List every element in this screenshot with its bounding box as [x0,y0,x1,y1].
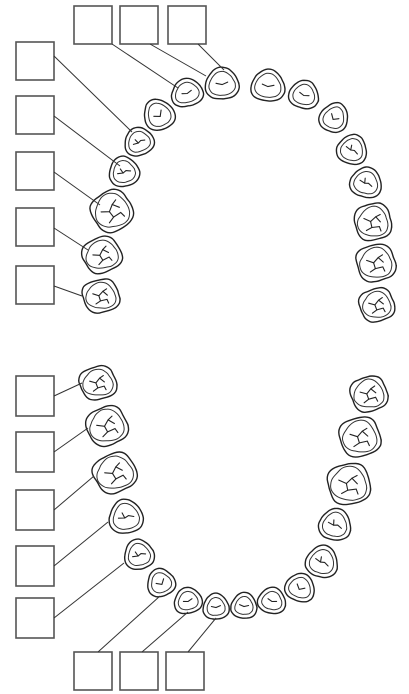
tooth-label-box[interactable] [16,376,82,416]
tooth-outline [356,244,396,282]
incisor-tooth [257,587,285,613]
upper-arch [82,67,397,322]
label-box-rect[interactable] [16,208,54,246]
leader-line [98,596,160,652]
leader-line [150,44,206,76]
premolar-tooth [305,545,337,578]
leader-line [54,172,100,205]
molar-tooth [359,288,395,323]
leader-line [142,612,188,652]
incisor-tooth [174,587,202,613]
tooth-label-box[interactable] [16,208,88,250]
tooth-outline [318,508,350,540]
tooth-label-box[interactable] [16,522,108,586]
label-box-rect[interactable] [74,652,112,690]
label-box-rect[interactable] [168,6,206,44]
premolar-tooth [350,167,382,198]
premolar-tooth [125,539,155,569]
molar-tooth [90,189,134,233]
incisor-tooth [205,67,239,99]
molar-tooth [327,464,370,505]
label-box-rect[interactable] [16,432,54,472]
molar-tooth [356,244,396,282]
label-box-rect[interactable] [166,652,204,690]
canine-tooth [148,568,176,596]
premolar-tooth [336,134,366,164]
label-box-rect[interactable] [16,96,54,134]
molar-tooth [86,406,129,447]
molar-tooth [82,236,123,274]
tooth-label-box[interactable] [16,266,82,304]
premolar-tooth [318,508,350,540]
tooth-label-box[interactable] [16,476,94,530]
premolar-tooth [109,499,143,533]
leader-line [54,476,94,510]
incisor-tooth [231,592,257,618]
leader-line [54,563,124,618]
label-box-rect[interactable] [120,6,158,44]
label-box-rect[interactable] [16,490,54,530]
canine-tooth [319,103,348,133]
label-box-rect[interactable] [16,42,54,80]
tooth-label-box[interactable] [16,152,100,205]
tooth-label-box[interactable] [168,6,224,70]
tooth-outline [354,203,391,241]
incisor-tooth [251,69,285,101]
molar-tooth [79,366,117,400]
molar-tooth [350,376,388,412]
label-box-rect[interactable] [16,376,54,416]
tooth-outline [251,69,285,101]
canine-tooth [145,99,176,130]
incisor-tooth [288,80,318,109]
leader-line [54,286,82,296]
leader-line [198,44,224,70]
leader-line [54,56,132,132]
leader-line [54,228,88,250]
leader-line [188,618,216,652]
premolar-tooth [125,127,154,156]
tooth-label-box[interactable] [166,618,216,690]
molar-tooth [82,279,120,313]
tooth-outline [339,417,382,457]
label-box-rect[interactable] [74,6,112,44]
lower-arch [79,366,388,620]
tooth-outline [327,464,370,505]
leader-line [112,44,178,88]
leader-line [54,116,120,166]
molar-tooth [92,452,137,494]
label-box-rect[interactable] [16,152,54,190]
occlusal-groove [365,178,366,183]
label-box-rect[interactable] [16,546,54,586]
incisor-tooth [171,78,203,106]
molar-tooth [339,417,382,457]
tooth-label-box[interactable] [16,428,88,472]
leader-line [54,428,88,452]
label-box-rect[interactable] [16,266,54,304]
molar-tooth [354,203,391,241]
leader-line [54,383,82,396]
leader-line [54,522,108,566]
label-box-rect[interactable] [16,598,54,638]
incisor-tooth [203,593,229,619]
label-box-rect[interactable] [120,652,158,690]
premolar-tooth [109,156,139,187]
canine-tooth [285,573,315,601]
